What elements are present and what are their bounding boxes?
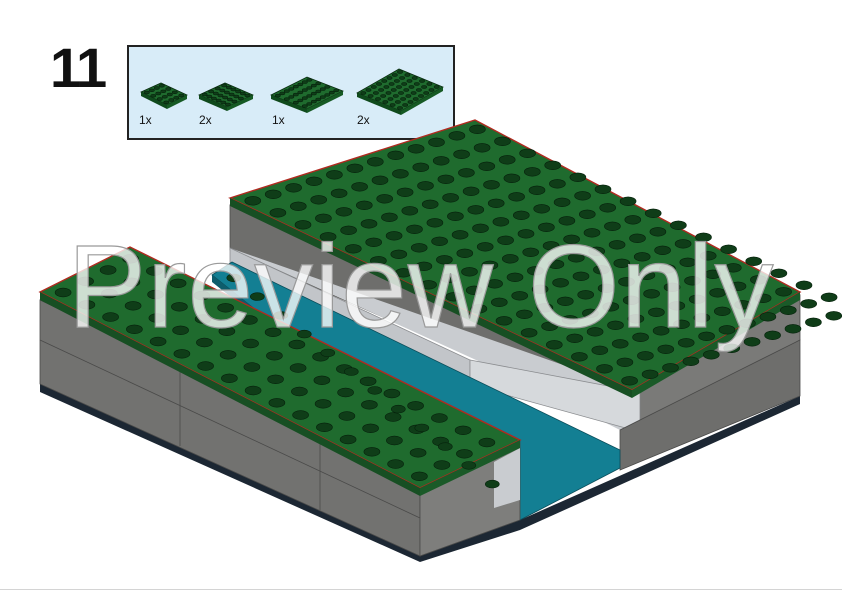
footer-divider <box>0 589 842 590</box>
preview-watermark: Preview Only <box>0 228 842 346</box>
